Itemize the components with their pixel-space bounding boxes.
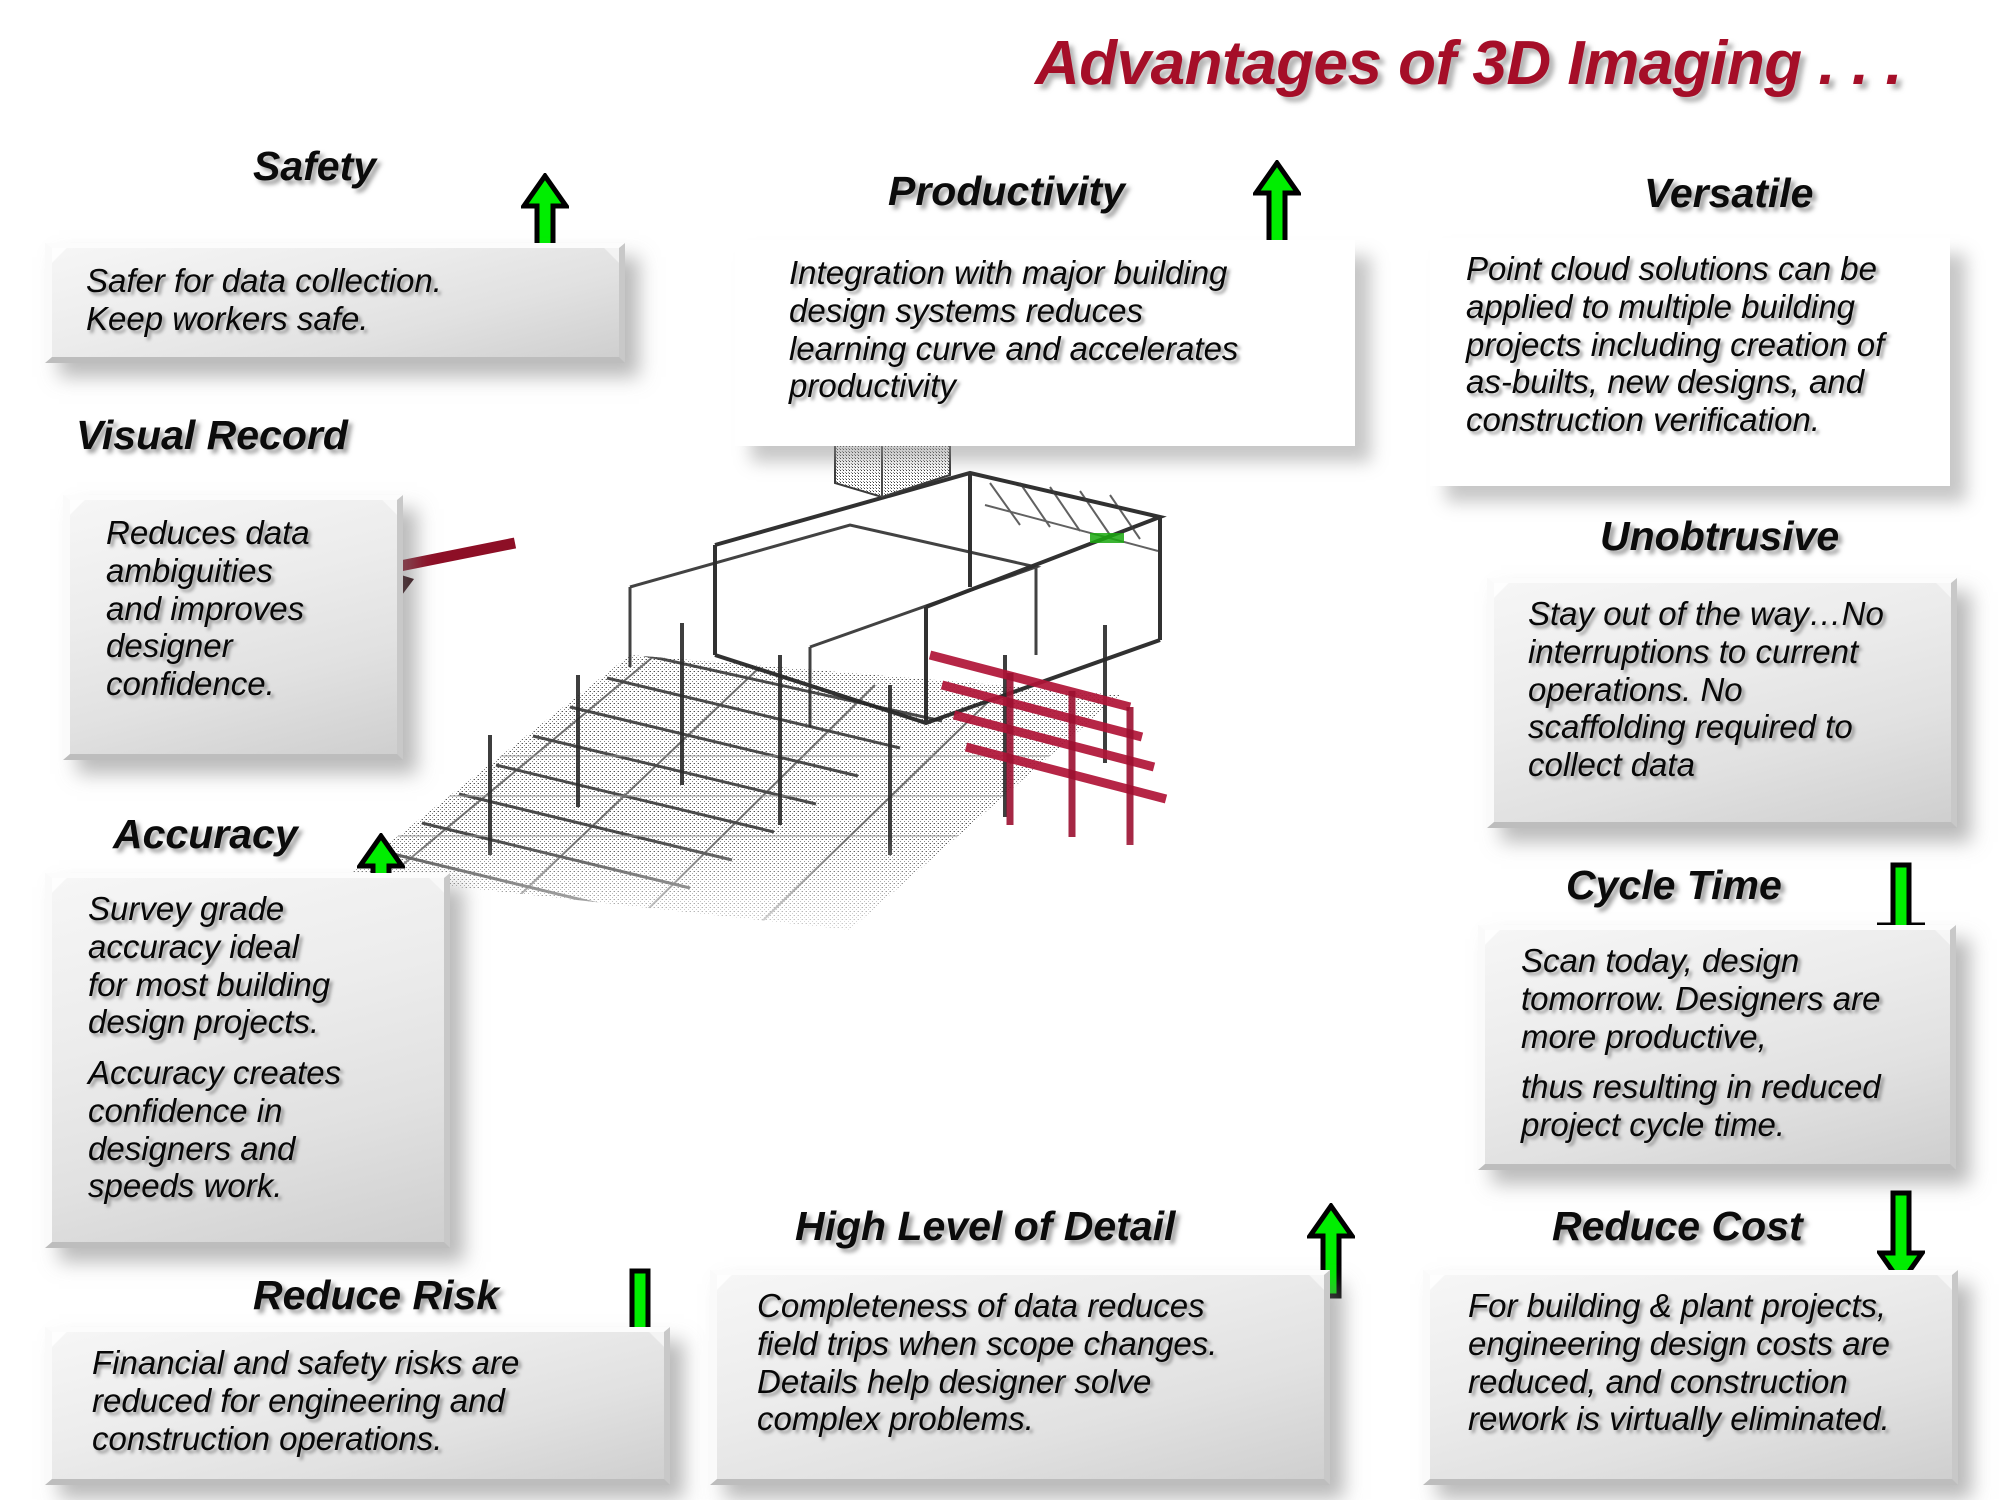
panel-reduce-cost-text: For building & plant projects, engineeri…: [1468, 1287, 1890, 1438]
panel-high-level-of-detail: Completeness of data reduces field trips…: [710, 1270, 1330, 1485]
panel-cycle-time-text: Scan today, design tomorrow. Designers a…: [1521, 942, 1881, 1144]
panel-safety: Safer for data collection. Keep workers …: [45, 243, 625, 363]
panel-visual-record-text: Reduces data ambiguities and improves de…: [106, 514, 310, 703]
arrow-down-icon-reduce-cost: [1877, 1190, 1925, 1286]
heading-safety: Safety: [253, 143, 377, 189]
heading-reduce-cost: Reduce Cost: [1552, 1203, 1803, 1249]
panel-reduce-cost: For building & plant projects, engineeri…: [1423, 1270, 1958, 1485]
panel-accuracy-text: Survey grade accuracy ideal for most bui…: [88, 890, 342, 1205]
heading-productivity: Productivity: [888, 168, 1125, 214]
heading-cycle-time: Cycle Time: [1566, 862, 1782, 908]
panel-versatile-text: Point cloud solutions can be applied to …: [1466, 250, 1885, 439]
panel-visual-record: Reduces data ambiguities and improves de…: [63, 495, 403, 760]
panel-reduce-risk-text: Financial and safety risks are reduced f…: [92, 1344, 520, 1457]
heading-high-level-of-detail: High Level of Detail: [795, 1203, 1176, 1249]
panel-productivity-text: Integration with major building design s…: [789, 254, 1239, 405]
panel-high-level-of-detail-text: Completeness of data reduces field trips…: [757, 1287, 1218, 1438]
panel-productivity: Integration with major building design s…: [735, 240, 1355, 446]
panel-unobtrusive-text: Stay out of the way…No interruptions to …: [1528, 595, 1884, 784]
panel-versatile: Point cloud solutions can be applied to …: [1430, 238, 1950, 486]
panel-accuracy: Survey grade accuracy ideal for most bui…: [45, 873, 450, 1248]
heading-accuracy: Accuracy: [113, 811, 298, 857]
heading-versatile: Versatile: [1644, 170, 1814, 216]
heading-visual-record: Visual Record: [76, 412, 348, 458]
panel-unobtrusive: Stay out of the way…No interruptions to …: [1487, 578, 1957, 828]
panel-safety-text: Safer for data collection. Keep workers …: [86, 262, 442, 337]
heading-unobtrusive: Unobtrusive: [1600, 513, 1840, 559]
page-title: Advantages of 3D Imaging . . .: [1035, 29, 1902, 98]
heading-reduce-risk: Reduce Risk: [253, 1272, 500, 1318]
arrow-up-icon-high-level-of-detail: [1307, 1203, 1355, 1299]
panel-reduce-risk: Financial and safety risks are reduced f…: [45, 1327, 670, 1485]
point-cloud-scan-image: [330, 355, 1170, 945]
panel-cycle-time: Scan today, design tomorrow. Designers a…: [1478, 925, 1956, 1170]
